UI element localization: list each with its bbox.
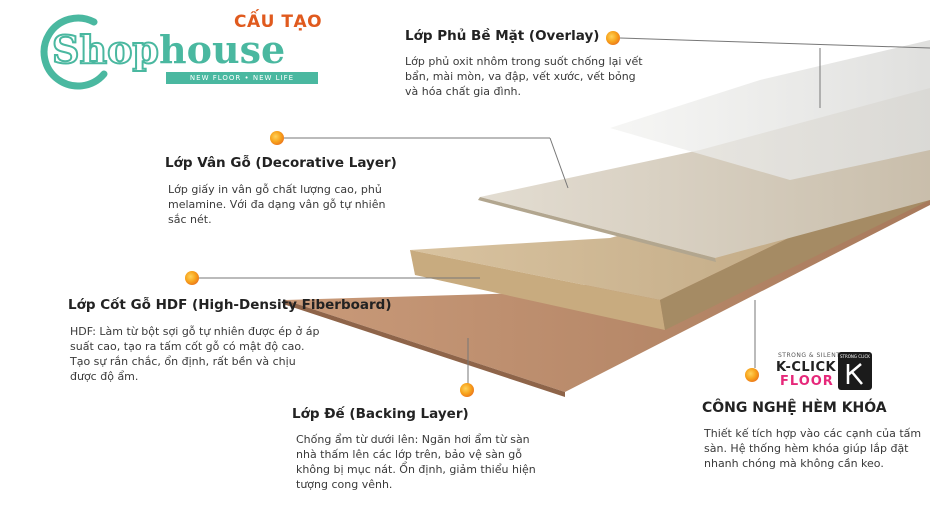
overlay-layer-shape bbox=[610, 40, 930, 180]
kclick-badge-floor: FLOOR bbox=[780, 374, 834, 389]
overlay-title: Lớp Phủ Bề Mặt (Overlay) bbox=[405, 28, 600, 44]
backing-description: Chống ẩm từ dưới lên: Ngăn hơi ẩm từ sàn… bbox=[296, 433, 536, 491]
backing-title: Lớp Đế (Backing Layer) bbox=[292, 406, 469, 422]
decorative-marker-icon bbox=[270, 131, 284, 145]
logo-word-right: house bbox=[159, 27, 286, 72]
backing-layer-edge bbox=[283, 300, 565, 397]
hdf-description: HDF: Làm từ bột sợi gỗ tự nhiên được ép … bbox=[70, 325, 320, 383]
overlay-marker-icon bbox=[606, 31, 620, 45]
logo-tagline-bar: NEW FLOOR • NEW LIFE bbox=[166, 72, 318, 84]
hdf-marker-icon bbox=[185, 271, 199, 285]
locking-title: CÔNG NGHỆ HÈM KHÓA bbox=[702, 400, 887, 416]
kclick-lock-icon: STRONG CLICK bbox=[838, 352, 872, 390]
kclick-icon-caption: STRONG CLICK bbox=[840, 354, 870, 359]
logo-word-left: Shop bbox=[51, 27, 160, 73]
decorative-layer-edge bbox=[478, 197, 716, 262]
decorative-description: Lớp giấy in vân gỗ chất lượng cao, phủ m… bbox=[168, 183, 386, 226]
logo-tagline: NEW FLOOR • NEW LIFE bbox=[189, 74, 295, 82]
overlay-description: Lớp phủ oxit nhôm trong suốt chống lại v… bbox=[405, 55, 643, 98]
decorative-title: Lớp Vân Gỗ (Decorative Layer) bbox=[165, 155, 397, 171]
logo-wordmark: Shophouse bbox=[51, 27, 286, 73]
logo-swoosh-icon bbox=[40, 14, 108, 90]
shophouse-logo: Shophouse NEW FLOOR • NEW LIFE bbox=[34, 14, 324, 94]
kclick-badge: STRONG & SILENT K-CLICK FLOOR STRONG CLI… bbox=[774, 352, 874, 392]
hdf-title: Lớp Cốt Gỗ HDF (High-Density Fiberboard) bbox=[68, 297, 392, 313]
kclick-badge-main: K-CLICK bbox=[776, 360, 837, 375]
backing-marker-icon bbox=[460, 383, 474, 397]
locking-description: Thiết kế tích hợp vào các cạnh của tấm s… bbox=[704, 427, 922, 470]
kclick-k-mark-icon bbox=[846, 363, 863, 385]
locking-marker-icon bbox=[745, 368, 759, 382]
section-title: CẤU TẠO bbox=[234, 12, 323, 32]
leader-lines bbox=[198, 37, 930, 385]
hdf-core-front bbox=[410, 250, 665, 330]
kclick-badge-small: STRONG & SILENT bbox=[778, 352, 841, 359]
